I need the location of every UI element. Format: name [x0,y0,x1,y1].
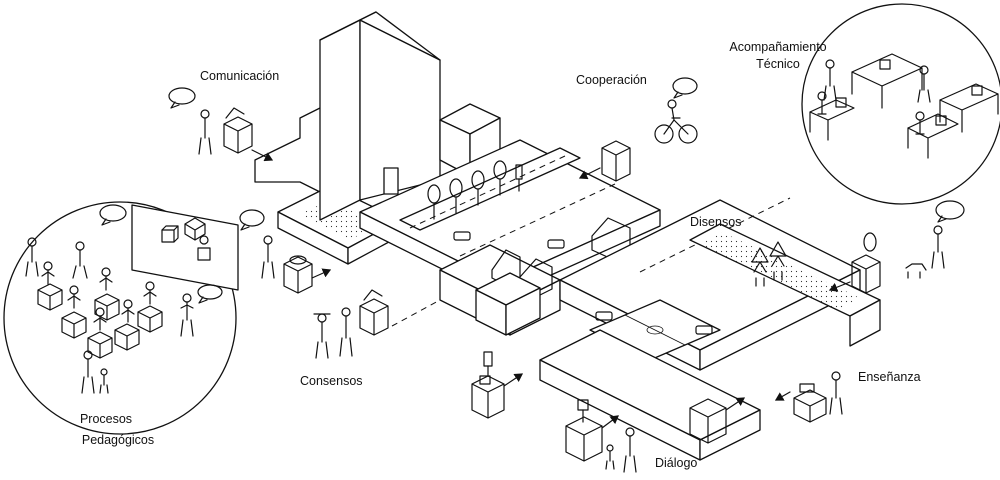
label-comunicacion: Comunicación [200,69,279,83]
label-acompanamiento-2: Técnico [756,57,800,71]
label-cooperacion: Cooperación [576,73,647,87]
satellite-comunicacion: Comunicación [169,69,279,160]
label-consensos: Consensos [300,374,363,388]
satellite-escuela [472,352,522,418]
label-disensos: Disensos [690,215,741,229]
central-city-platform [255,12,880,460]
label-ensenanza: Enseñanza [858,370,921,384]
satellite-cooperacion: Cooperación [576,73,697,181]
procesos-pedagogicos-circle: Procesos Pedagógicos [4,202,238,447]
label-dialogo: Diálogo [655,456,697,470]
label-acompanamiento-1: Acompañamiento [729,40,826,54]
acompanamiento-tecnico-circle: Acompañamiento Técnico [729,4,1000,204]
label-procesos-2: Pedagógicos [82,433,154,447]
label-procesos-1: Procesos [80,412,132,426]
